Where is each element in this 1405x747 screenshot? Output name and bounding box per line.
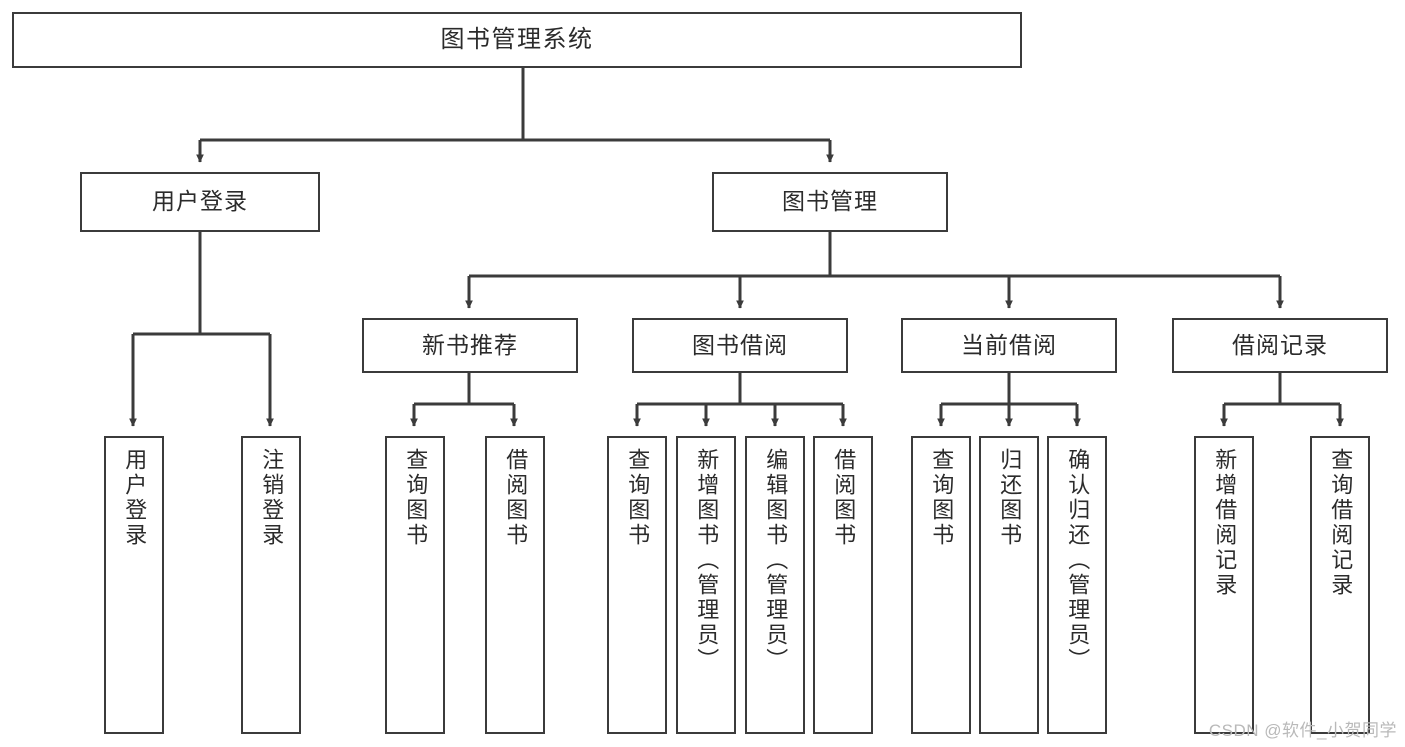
node-label: 当前借阅	[961, 331, 1057, 358]
node-label: 新增图书（管理员）	[694, 448, 720, 673]
node-label: 图书管理系统	[440, 25, 594, 53]
node-label: 图书管理	[782, 188, 878, 215]
leaf-query-record[interactable]: 查询借阅记录	[1310, 436, 1370, 734]
node-label: 新增借阅记录	[1212, 448, 1238, 598]
node-book-borrow[interactable]: 图书借阅	[632, 318, 848, 373]
leaf-query-book-1[interactable]: 查询图书	[385, 436, 445, 734]
leaf-logout-login[interactable]: 注销登录	[241, 436, 301, 734]
node-new-book-recommend[interactable]: 新书推荐	[362, 318, 578, 373]
leaf-query-book-2[interactable]: 查询图书	[607, 436, 667, 734]
node-current-borrow[interactable]: 当前借阅	[901, 318, 1117, 373]
node-label: 查询借阅记录	[1328, 448, 1354, 598]
node-label: 查询图书	[929, 448, 955, 548]
node-label: 查询图书	[625, 448, 651, 548]
leaf-borrow-book-2[interactable]: 借阅图书	[813, 436, 873, 734]
node-label: 编辑图书（管理员）	[763, 448, 789, 673]
node-label: 用户登录	[122, 448, 148, 548]
leaf-return-book[interactable]: 归还图书	[979, 436, 1039, 734]
leaf-borrow-book-1[interactable]: 借阅图书	[485, 436, 545, 734]
node-label: 借阅图书	[831, 448, 857, 548]
node-root-system[interactable]: 图书管理系统	[12, 12, 1022, 68]
node-borrow-record[interactable]: 借阅记录	[1172, 318, 1388, 373]
node-label: 用户登录	[152, 188, 248, 215]
node-label: 新书推荐	[422, 331, 518, 358]
node-label: 查询图书	[403, 448, 429, 548]
leaf-confirm-return[interactable]: 确认归还（管理员）	[1047, 436, 1107, 734]
node-label: 注销登录	[259, 448, 285, 548]
leaf-query-book-3[interactable]: 查询图书	[911, 436, 971, 734]
node-label: 确认归还（管理员）	[1065, 448, 1091, 673]
node-label: 借阅图书	[503, 448, 529, 548]
node-user-login[interactable]: 用户登录	[80, 172, 320, 232]
leaf-edit-book[interactable]: 编辑图书（管理员）	[745, 436, 805, 734]
node-label: 借阅记录	[1232, 331, 1328, 358]
csdn-watermark: CSDN @软件_小贺同学	[1208, 721, 1397, 740]
node-label: 归还图书	[997, 448, 1023, 548]
leaf-add-book[interactable]: 新增图书（管理员）	[676, 436, 736, 734]
leaf-user-login[interactable]: 用户登录	[104, 436, 164, 734]
leaf-add-record[interactable]: 新增借阅记录	[1194, 436, 1254, 734]
node-label: 图书借阅	[692, 331, 788, 358]
node-book-management[interactable]: 图书管理	[712, 172, 948, 232]
